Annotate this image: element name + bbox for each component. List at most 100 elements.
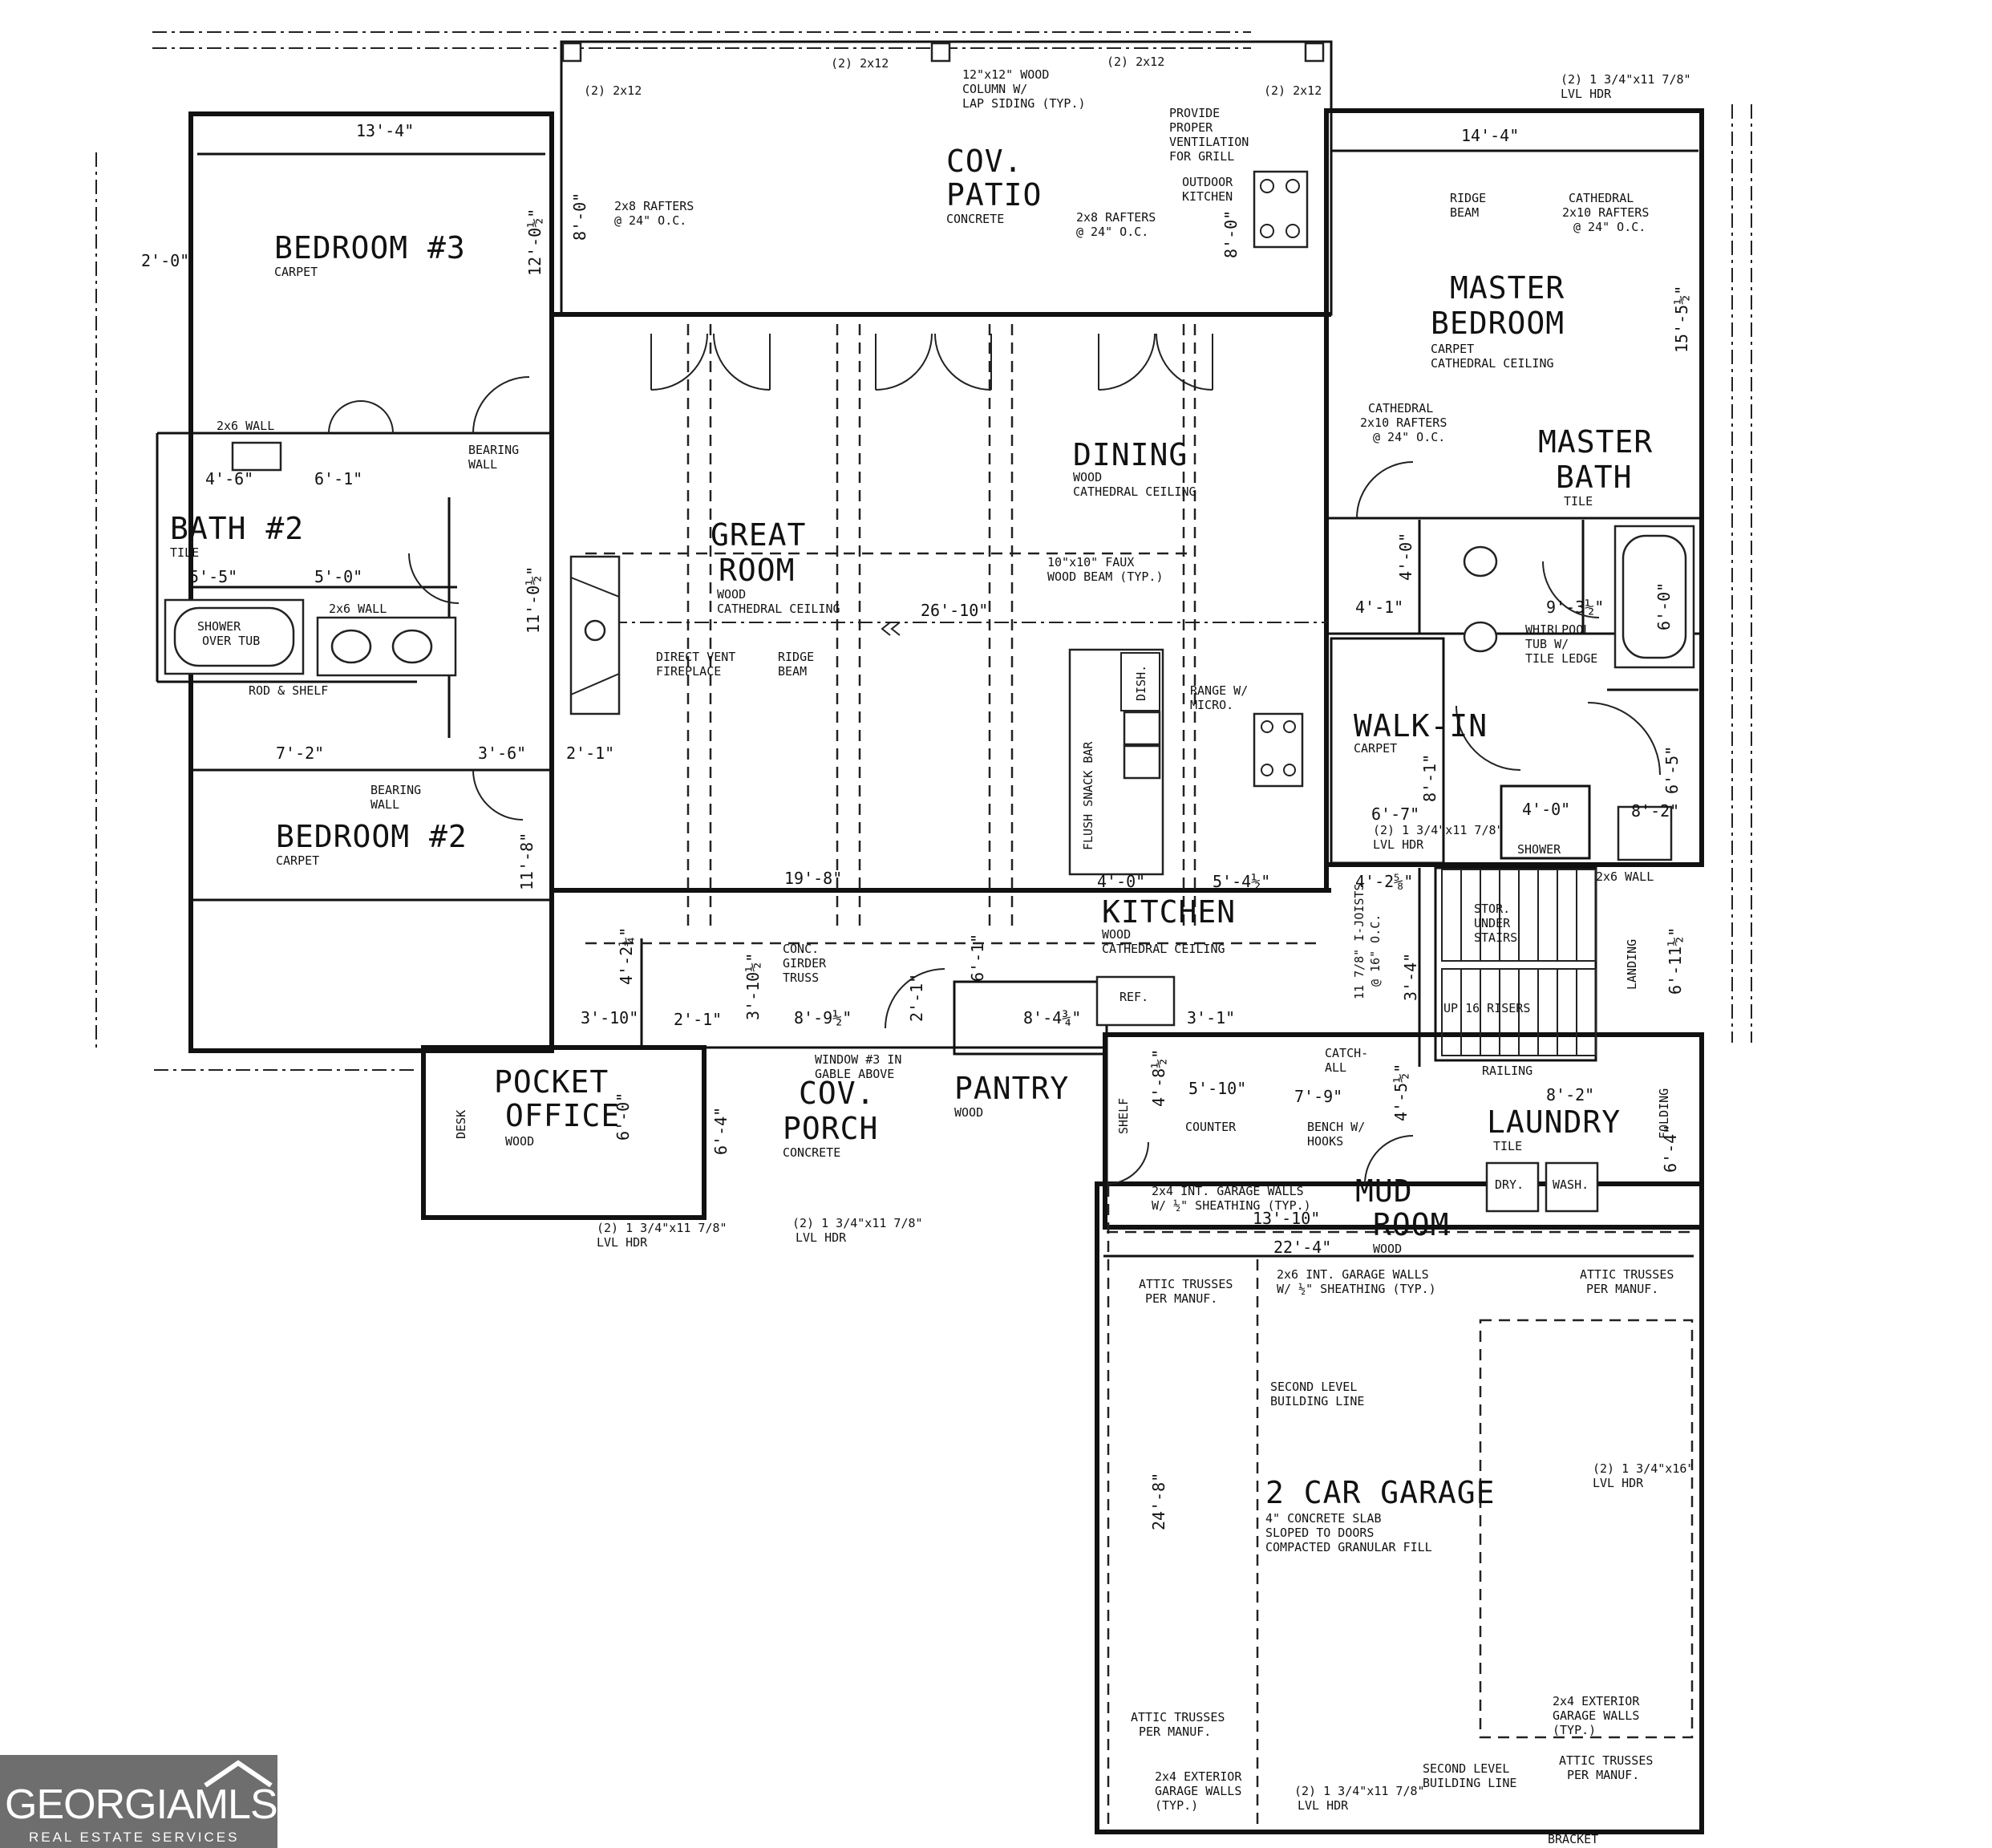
- bench-1: BENCH W/: [1307, 1120, 1365, 1134]
- master-bedroom-name-2: BEDROOM: [1431, 306, 1565, 341]
- wall-2x6-note-1: 2x6 WALL: [217, 419, 274, 433]
- roof-icon: [204, 1760, 273, 1787]
- folding-note: FOLDING: [1657, 1088, 1671, 1139]
- faux-beam-2: WOOD BEAM (TYP.): [1047, 569, 1164, 584]
- dim-misc: 5'-10": [1188, 1079, 1246, 1098]
- header-2x12-2: (2) 2x12: [1107, 55, 1164, 69]
- shower-tub-1: SHOWER: [197, 619, 241, 634]
- dim-misc: 8'-1": [1420, 754, 1439, 802]
- dim-misc: 6'-7": [1371, 804, 1419, 824]
- ext-garage2-1: 2x4 EXTERIOR: [1553, 1694, 1640, 1708]
- dim-misc: 2'-1": [566, 744, 614, 763]
- porch-name-2: PORCH: [783, 1111, 878, 1146]
- dim-misc: 4'-2¼": [617, 927, 636, 985]
- second-level2-1: SECOND LEVEL: [1423, 1761, 1509, 1776]
- garage-note-3: COMPACTED GRANULAR FILL: [1265, 1540, 1432, 1554]
- bedroom2-floor: CARPET: [276, 853, 319, 868]
- master-cathedral2-3: @ 24" O.C.: [1373, 430, 1445, 444]
- patio-name-1: COV.: [946, 144, 1023, 179]
- bedroom3-dim-w: 13'-4": [356, 121, 414, 140]
- garage-note-1: 4" CONCRETE SLAB: [1265, 1511, 1382, 1526]
- column-note-1: 12"x12" WOOD: [962, 67, 1049, 82]
- bearing-wall-1: BEARING: [468, 443, 519, 457]
- grill-note-3: VENTILATION: [1169, 135, 1249, 149]
- master-bedroom-dim-w: 14'-4": [1461, 126, 1519, 145]
- dim-misc: 4'-0": [1522, 800, 1570, 819]
- walk-in-name: WALK-IN: [1354, 708, 1488, 744]
- joists-1: 11 7/8" I-JOISTS: [1352, 884, 1366, 1000]
- dim-misc: 6'-11½": [1666, 927, 1685, 995]
- dim-misc: 13'-10": [1253, 1209, 1320, 1228]
- dim-misc: 6'-1": [968, 934, 987, 982]
- attic-3a: ATTIC TRUSSES: [1131, 1710, 1225, 1724]
- great-room-name-2: ROOM: [719, 553, 796, 588]
- room-labels: BEDROOM #3 CARPET 13'-4" 12'-0½" BATH #2…: [170, 121, 1691, 1554]
- dry-note: DRY.: [1495, 1177, 1524, 1192]
- dim-misc: 3'-10½": [743, 953, 763, 1020]
- bath2-dim-3: 5'-5": [189, 567, 237, 586]
- master-bath-name-2: BATH: [1556, 460, 1633, 495]
- up-note: UP 16 RISERS: [1443, 1001, 1530, 1015]
- bath2-dim-2: 6'-1": [314, 469, 362, 488]
- girder-1: CONC.: [783, 942, 819, 956]
- lvl-hdr-1a: (2) 1 3/4"x11 7/8": [792, 1216, 923, 1230]
- master-bath-name-1: MASTER: [1538, 424, 1653, 460]
- shelf-note: SHELF: [1116, 1098, 1131, 1134]
- great-room-dim-w: 26'-10": [921, 601, 988, 620]
- ext-garage2-2: GARAGE WALLS: [1553, 1708, 1639, 1723]
- shower-tub-2: OVER TUB: [202, 634, 260, 648]
- dim-misc: 2'-0": [141, 251, 189, 270]
- int-garage-1: 2x4 INT. GARAGE WALLS: [1152, 1184, 1304, 1198]
- bedroom3-floor: CARPET: [274, 265, 318, 279]
- garage-name: 2 CAR GARAGE: [1265, 1475, 1496, 1510]
- window-gable-2: GABLE ABOVE: [815, 1067, 894, 1081]
- great-room-floor: WOOD: [717, 587, 746, 602]
- int-garage2-1: 2x6 INT. GARAGE WALLS: [1277, 1267, 1429, 1282]
- attic-1b: PER MANUF.: [1145, 1291, 1217, 1306]
- wall-lines: [156, 40, 1704, 1834]
- ref-note: REF.: [1119, 990, 1148, 1004]
- stor-3: STAIRS: [1474, 930, 1517, 945]
- dining-floor: WOOD: [1073, 470, 1102, 484]
- porch-floor: CONCRETE: [783, 1145, 840, 1160]
- pantry-floor: WOOD: [954, 1105, 983, 1120]
- master-cathedral-1: CATHEDRAL: [1569, 191, 1634, 205]
- bearing-wall2-2: WALL: [370, 797, 399, 812]
- dim-misc: 6'-5": [1662, 746, 1682, 794]
- attic-4b: PER MANUF.: [1567, 1768, 1639, 1782]
- counter-note: COUNTER: [1185, 1120, 1237, 1134]
- girder-2: GIRDER: [783, 956, 827, 971]
- grill-note-4: FOR GRILL: [1169, 149, 1234, 164]
- dim-misc: 8'-2": [1631, 801, 1679, 821]
- whirlpool-3: TILE LEDGE: [1525, 651, 1597, 666]
- dim-misc: 3'-10": [581, 1008, 638, 1027]
- header-2x12-1: (2) 2x12: [831, 56, 889, 71]
- master-bedroom-name-1: MASTER: [1450, 270, 1565, 306]
- attic-4a: ATTIC TRUSSES: [1559, 1753, 1653, 1768]
- dim-misc: 6'-0": [613, 1092, 633, 1141]
- dim-misc: 4'-1": [1355, 598, 1403, 617]
- shower-note: SHOWER: [1517, 842, 1561, 857]
- bracket-note: BRACKET: [1548, 1832, 1598, 1846]
- stairs: [1441, 869, 1597, 1056]
- window-gable-1: WINDOW #3 IN: [815, 1052, 901, 1067]
- int-garage-2: W/ ½" SHEATHING (TYP.): [1152, 1198, 1311, 1213]
- dim-misc: 7'-9": [1294, 1087, 1342, 1106]
- kitchen-floor: WOOD: [1102, 927, 1131, 942]
- dim-misc: 6'-0": [1654, 582, 1674, 630]
- joists-2: @ 16" O.C.: [1368, 914, 1383, 987]
- logo-brand: GEORGIAMLS: [5, 1781, 278, 1828]
- lvl-hdr16-b: LVL HDR: [1593, 1476, 1644, 1490]
- wall-2x6-note-3: 2x6 WALL: [1596, 869, 1654, 884]
- master-bedroom-dim-d: 15'-5½": [1672, 286, 1691, 353]
- rod-shelf-note: ROD & SHELF: [249, 683, 328, 698]
- second-level2-2: BUILDING LINE: [1423, 1776, 1516, 1790]
- lvl-hdr-3a: (2) 1 3/4"x11 7/8": [1294, 1784, 1425, 1798]
- faux-beam-1: 10"x10" FAUX: [1047, 555, 1134, 569]
- dim-misc: 4'-0": [1097, 872, 1145, 891]
- walk-in-floor: CARPET: [1354, 741, 1397, 756]
- office-name-2: OFFICE: [505, 1098, 620, 1133]
- catch-all-1: CATCH-: [1325, 1046, 1368, 1060]
- wash-note: WASH.: [1553, 1177, 1589, 1192]
- railing-note: RAILING: [1482, 1064, 1532, 1078]
